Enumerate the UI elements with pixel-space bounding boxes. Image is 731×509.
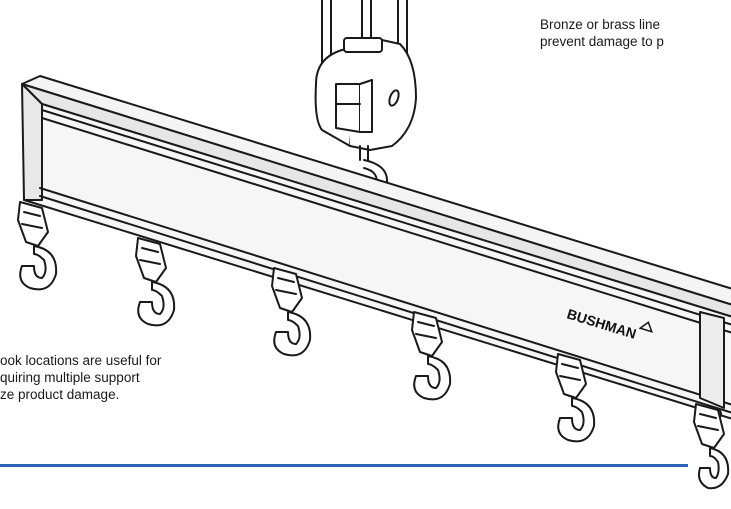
hook-3: [271, 267, 312, 357]
blue-divider-rule: [0, 464, 688, 467]
bottom-caption-line-3: ze product damage.: [0, 387, 120, 402]
hook-1: [17, 201, 58, 291]
logo-mark-icon: [638, 321, 653, 333]
top-caption-line-1: Bronze or brass line: [540, 17, 661, 32]
hook-5: [555, 353, 596, 443]
bottom-caption-line-2: quiring multiple support: [0, 370, 140, 385]
bottom-caption: ook locations are useful for quiring mul…: [0, 352, 270, 403]
hook-6: [693, 403, 730, 490]
bottom-caption-line-1: ook locations are useful for: [0, 353, 162, 368]
hook-4: [411, 311, 452, 401]
hook-2: [135, 237, 176, 327]
top-caption: Bronze or brass line prevent damage to p: [540, 16, 731, 50]
pulley-block: [314, 37, 417, 151]
top-caption-line-2: prevent damage to p: [540, 34, 664, 49]
beam-body: [21, 75, 731, 420]
